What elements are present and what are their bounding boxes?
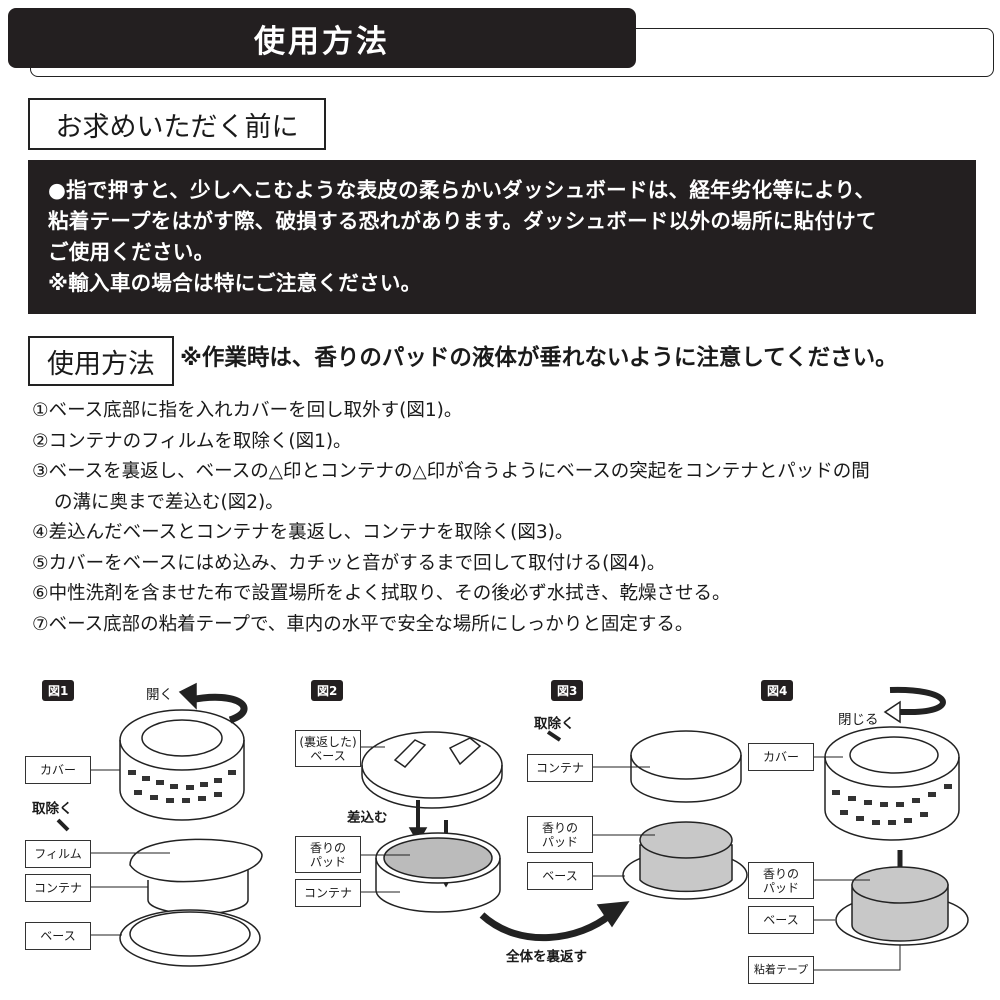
figure-4-tag: 図4 <box>761 680 794 701</box>
label-line: ベース <box>310 748 346 763</box>
label-flipped-base: (裏返した) ベース <box>295 730 361 767</box>
label-line: パッド <box>309 854 346 869</box>
label-line: 香りの <box>309 840 346 855</box>
open-label: 開く <box>146 687 173 703</box>
cover-illustration <box>119 709 245 821</box>
step: ②コンテナのフィルムを取除く(図1)。 <box>32 430 352 452</box>
step: ⑥中性洗剤を含ませた布で設置場所をよく拭取り、その後必ず水拭き、乾燥させる。 <box>32 583 731 604</box>
figure-1-tag: 図1 <box>42 680 75 701</box>
flip-all-label: 全体を裏返す <box>506 949 587 965</box>
film-illustration <box>129 838 263 883</box>
remove-arrow-icon <box>56 818 70 832</box>
figure-2-tag: 図2 <box>311 680 344 701</box>
label-base: ベース <box>25 922 91 950</box>
label-base: ベース <box>527 862 593 890</box>
figure-3-tag: 図3 <box>551 680 584 701</box>
flipped-base-illustration <box>361 731 503 799</box>
step: の溝に奥まで差込む(図2)。 <box>54 491 284 513</box>
insert-label: 差込む <box>347 810 388 826</box>
label-cover: カバー <box>25 756 91 784</box>
close-label: 閉じる <box>838 712 879 728</box>
before-purchase-title: お求めいただく前に <box>28 98 326 150</box>
base-illustration <box>119 909 261 967</box>
close-arrow-icon <box>889 686 946 715</box>
label-cover: カバー <box>748 743 814 771</box>
notice-box: ●指で押すと、少しへこむような表皮の柔らかいダッシュボードは、経年劣化等により、… <box>28 160 976 314</box>
label-adhesive-tape: 粘着テープ <box>748 956 814 984</box>
label-line: 香りの <box>762 866 799 881</box>
cover-illustration-fig4 <box>824 726 960 788</box>
remove-label: 取除く <box>534 716 575 732</box>
notice-line: 粘着テープをはがす際、破損する恐れがあります。ダッシュボード以外の場所に貼付けて <box>48 209 877 233</box>
usage-title: 使用方法 <box>28 336 174 386</box>
container-illustration-fig3 <box>630 730 742 780</box>
step: ④差込んだベースとコンテナを裏返し、コンテナを取除く(図3)。 <box>32 522 574 543</box>
label-line: パッド <box>762 880 799 895</box>
label-base: ベース <box>748 906 814 934</box>
label-film: フィルム <box>25 840 91 868</box>
label-line: パッド <box>541 834 578 849</box>
label-scent-pad: 香りの パッド <box>295 836 361 873</box>
label-container: コンテナ <box>295 879 361 907</box>
label-container: コンテナ <box>25 874 91 902</box>
page-title: 使用方法 <box>8 8 636 68</box>
label-scent-pad: 香りの パッド <box>748 862 814 899</box>
notice-line: ※輸入車の場合は特にご注意ください。 <box>48 271 422 295</box>
remove-label: 取除く <box>32 801 73 817</box>
notice-line: ●指で押すと、少しへこむような表皮の柔らかいダッシュボードは、経年劣化等により、 <box>48 178 876 202</box>
label-container: コンテナ <box>527 754 593 782</box>
flip-arrow-icon <box>479 912 613 942</box>
open-arrow-icon <box>189 693 248 724</box>
step: ③ベースを裏返し、ベースの△印とコンテナの△印が合うようにベースの突起をコンテナ… <box>32 461 870 482</box>
step: ⑦ベース底部の粘着テープで、車内の水平で安全な場所にしっかりと固定する。 <box>32 613 694 635</box>
step: ⑤カバーをベースにはめ込み、カチッと音がするまで回して取付ける(図4)。 <box>32 552 666 574</box>
step: ①ベース底部に指を入れカバーを回し取外す(図1)。 <box>32 400 463 421</box>
label-line: (裏返した) <box>299 734 357 749</box>
label-line: 香りの <box>541 820 578 835</box>
label-scent-pad: 香りの パッド <box>527 816 593 853</box>
steps-list: ①ベース底部に指を入れカバーを回し取外す(図1)。 ②コンテナのフィルムを取除く… <box>32 396 870 640</box>
notice-line: ご使用ください。 <box>48 240 215 264</box>
caution-text: ※作業時は、香りのパッドの液体が垂れないように注意してください。 <box>180 345 898 371</box>
